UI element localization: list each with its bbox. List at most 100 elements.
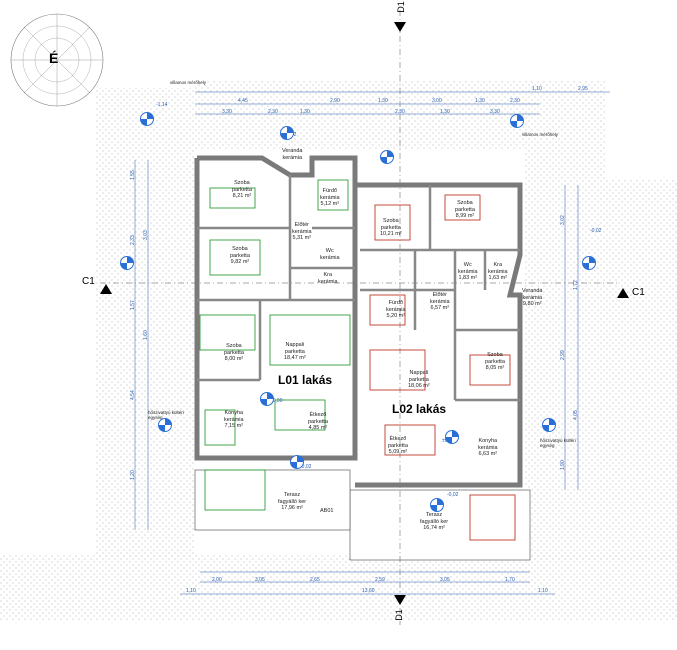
level-mark: -0,02 (300, 464, 312, 470)
dimension-label: 2,33 (130, 235, 136, 245)
dimension-label: 3,30 (490, 109, 500, 115)
note-villamos-right: villamos mérőhely (522, 132, 559, 137)
level-target-icon (260, 392, 274, 406)
dimension-label: 13,60 (362, 588, 375, 594)
level-target-icon (158, 418, 172, 432)
section-d1-bottom: D1 (393, 609, 404, 621)
dimension-label: 2,95 (578, 86, 588, 92)
section-arrow-bottom (394, 595, 406, 605)
dimension-label: 3,05 (255, 577, 265, 583)
dimension-label: 3,03 (143, 230, 149, 240)
level-target-icon (380, 150, 394, 164)
section-arrow-right (617, 288, 629, 298)
dimension-label: 4,54 (130, 390, 136, 400)
note-villamos-left: villamos mérőhely (170, 80, 207, 85)
walls-l02 (355, 182, 523, 488)
dimension-label: 2,59 (375, 577, 385, 583)
dimension-label: 2,30 (510, 98, 520, 104)
walls-l01 (194, 155, 358, 461)
dimension-label: 4,05 (573, 410, 579, 420)
furniture-l02 (369, 194, 516, 541)
dimension-label: 3,30 (222, 109, 232, 115)
dimension-label: 1,30 (378, 98, 388, 104)
dimension-label: 1,90 (560, 460, 566, 470)
level-target-icon (542, 418, 556, 432)
section-c1-left: C1 (82, 276, 95, 287)
section-arrow-left (100, 284, 112, 294)
note-wall-tag: AB01 (320, 508, 334, 514)
dimension-label: 1,60 (143, 330, 149, 340)
level-mark: -0,02 (447, 492, 459, 498)
section-d1-top: D1 (395, 1, 406, 13)
dimension-label: 2,30 (395, 109, 405, 115)
level-target-icon (290, 455, 304, 469)
dimension-label: 4,45 (238, 98, 248, 104)
level-target-icon (430, 498, 444, 512)
dimension-label: 1,70 (505, 577, 515, 583)
dimension-label: 2,99 (560, 350, 566, 360)
section-c1-right: C1 (632, 287, 645, 298)
dimension-label: 3,02 (560, 215, 566, 225)
dimension-label: 1,72 (573, 280, 579, 290)
dimension-label: 2,00 (212, 577, 222, 583)
level-target-icon (280, 126, 294, 140)
dimension-label: 2,90 (330, 98, 340, 104)
dimension-label: 2,30 (268, 109, 278, 115)
level-target-icon (140, 112, 154, 126)
dimension-label: 1,55 (130, 170, 136, 180)
dimension-label: 1,30 (440, 109, 450, 115)
site-ground (0, 80, 677, 620)
level-target-icon (510, 114, 524, 128)
dimension-label: 1,20 (130, 470, 136, 480)
unit-label-l01: L01 lakás (278, 373, 333, 387)
level-mark: -1,14 (156, 102, 168, 108)
dimension-label: 1,10 (538, 588, 548, 594)
note-unit-left: hőszivattyú kültéri egység (148, 410, 184, 420)
section-lines (100, 10, 620, 625)
dimension-label: 1,10 (532, 86, 542, 92)
dimension-label: 1,10 (186, 588, 196, 594)
dimension-lines (134, 91, 610, 595)
north-label: É (49, 50, 59, 66)
section-arrow-top (394, 22, 406, 32)
level-mark: -0,02 (590, 228, 602, 234)
dimension-label: 3,05 (440, 577, 450, 583)
dimension-label: 1,57 (130, 300, 136, 310)
unit-label-l02: L02 lakás (392, 402, 447, 416)
level-mark: ±0,00 (270, 398, 283, 404)
dimension-label: 3,00 (432, 98, 442, 104)
dimension-label: 1,30 (300, 109, 310, 115)
level-target-icon (582, 256, 596, 270)
interior-walls (197, 175, 520, 402)
compass-rose: É (5, 10, 110, 110)
dimension-label: 1,30 (475, 98, 485, 104)
level-target-icon (120, 256, 134, 270)
dimension-label: 2,65 (310, 577, 320, 583)
note-unit-right: hőszivattyú kültéri egység (540, 438, 576, 448)
furniture (199, 179, 351, 511)
